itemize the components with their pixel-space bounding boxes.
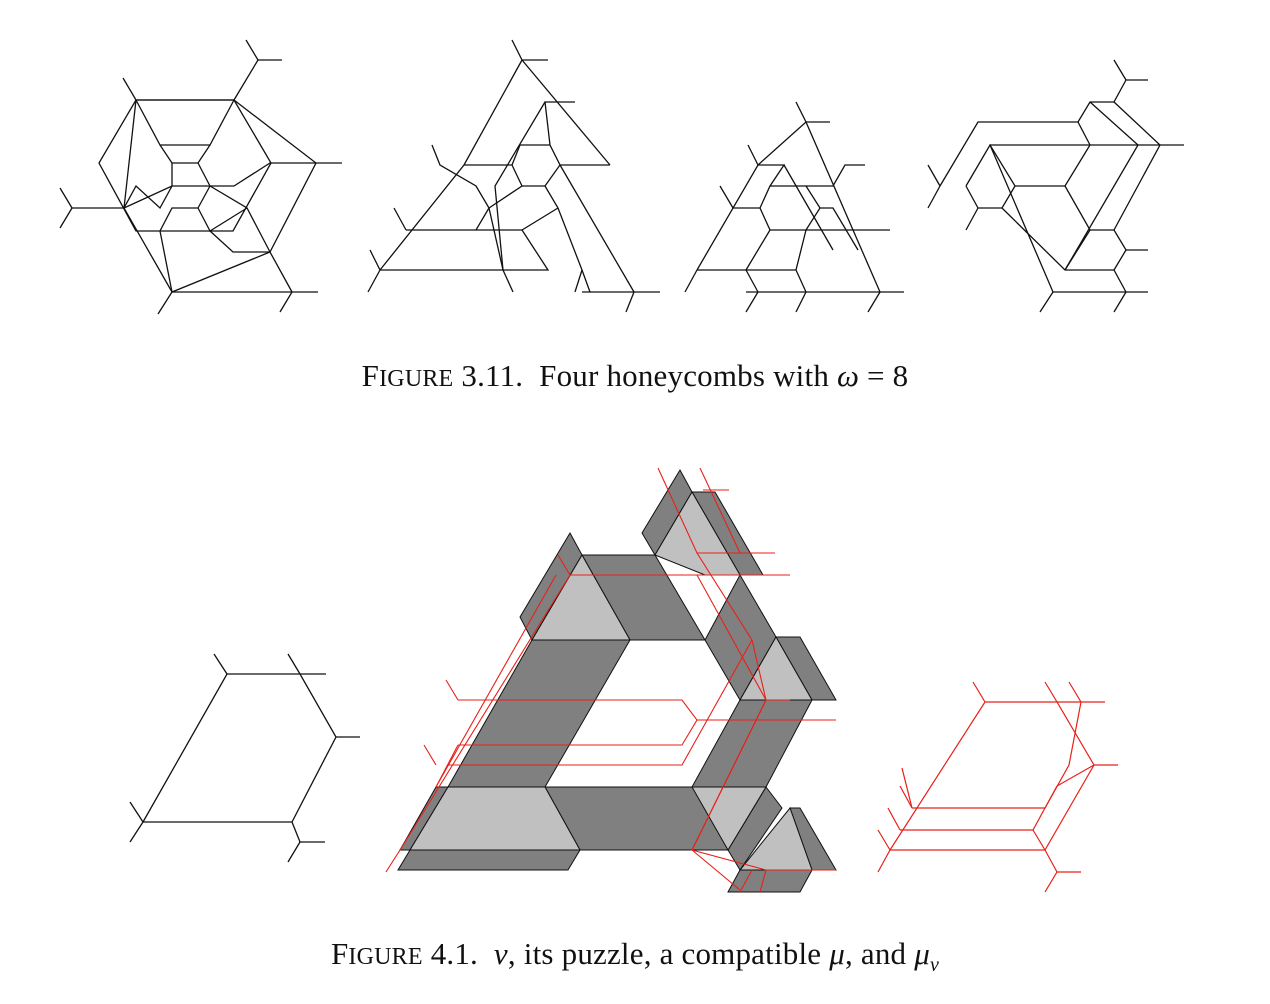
honeycomb-2	[368, 40, 660, 312]
honeycomb-4	[928, 60, 1184, 312]
omega-symbol: ω	[836, 358, 860, 393]
figure-4-1-caption: FIGURE 4.1. ν, its puzzle, a compatible …	[0, 936, 1270, 977]
figure-label-rest: IGURE	[379, 366, 454, 392]
figure-label-rest: IGURE	[348, 944, 423, 970]
puzzle-light-piece	[532, 555, 630, 640]
caption-text: Four honeycombs with	[539, 358, 830, 393]
puzzle-dark-piece	[728, 870, 812, 892]
puzzle-light-piece	[692, 787, 766, 850]
puzzle-dark-piece	[692, 700, 812, 787]
figure-label-initial: F	[361, 358, 380, 393]
figure-4-1-puzzle	[0, 460, 1270, 900]
puzzle-dark-piece	[398, 850, 580, 870]
figure-label-initial: F	[330, 936, 349, 971]
equation-value: = 8	[867, 358, 909, 393]
puzzle-red-honeycomb	[386, 468, 836, 892]
mu-nu-symbol: μ	[914, 936, 930, 971]
figure-number: 3.11.	[461, 358, 524, 393]
puzzle	[398, 470, 836, 892]
nu-honeycomb	[130, 654, 360, 862]
figure-3-11-caption: FIGURE 3.11. Four honeycombs with ω = 8	[0, 358, 1270, 394]
figure-3-11-honeycombs	[0, 30, 1270, 330]
nu-symbol: ν	[493, 936, 508, 971]
puzzle-light-piece	[410, 787, 580, 850]
mu-nu-subscript: ν	[929, 954, 940, 976]
mu-nu-honeycomb	[878, 682, 1118, 892]
mu-symbol: μ	[829, 936, 845, 971]
honeycomb-1	[60, 40, 342, 314]
honeycomb-3	[685, 102, 904, 312]
figure-number: 4.1.	[430, 936, 478, 971]
caption-text-b: , and	[844, 936, 907, 971]
caption-text-a: , its puzzle, a compatible	[507, 936, 822, 971]
